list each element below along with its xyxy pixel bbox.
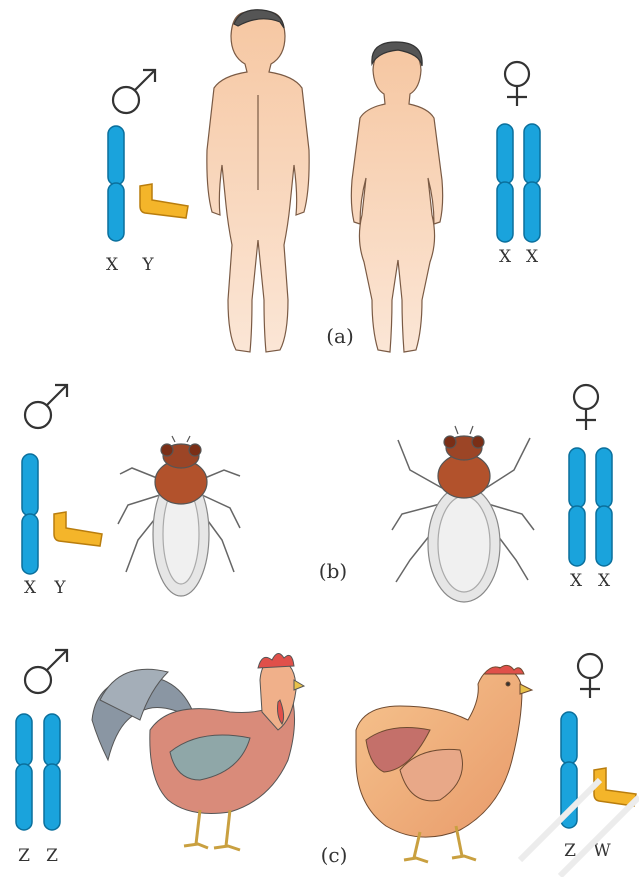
chromosome-y-male-a <box>140 184 188 218</box>
chromosome-label-x-male-a: X <box>106 255 119 275</box>
chromosome-label-y-male-b: Y <box>53 578 66 598</box>
fruit-fly-male-figure <box>118 436 240 596</box>
chromosome-label-x2-female-a: X <box>526 247 539 267</box>
chromosome-label-y-male-a: Y <box>141 255 154 275</box>
chromosome-label-x-male-b: X <box>24 578 37 598</box>
female-symbol-icon <box>574 385 598 430</box>
fruit-fly-female-figure <box>392 426 534 602</box>
female-symbol-icon <box>505 62 529 106</box>
rooster-figure <box>92 653 304 850</box>
chromosome-label-x1-female-a: X <box>499 247 512 267</box>
chromosome-z1-male-c <box>16 714 32 830</box>
chromosome-label-z2-male-c: Z <box>46 846 58 866</box>
chromosome-label-x2-female-b: X <box>598 571 611 591</box>
male-symbol-icon <box>25 650 67 693</box>
human-male-figure <box>207 10 309 352</box>
panel-label-c: (c) <box>321 843 348 867</box>
chromosome-x2-female-a <box>524 124 540 242</box>
chromosome-x1-female-a <box>497 124 513 242</box>
male-symbol-icon <box>25 385 67 428</box>
panel-a: X Y (a) X X <box>106 10 540 352</box>
male-symbol-icon <box>113 70 155 113</box>
chromosome-x2-female-b <box>596 448 612 566</box>
chromosome-x-male-b <box>22 454 38 574</box>
female-symbol-icon <box>578 654 602 698</box>
panel-label-b: (b) <box>319 559 347 583</box>
chromosome-y-male-b <box>54 512 102 546</box>
human-female-figure <box>351 42 442 352</box>
chromosome-w-female-c <box>594 768 636 806</box>
hen-figure <box>356 665 532 862</box>
panel-b: X Y (b) <box>22 385 612 602</box>
chromosome-x1-female-b <box>569 448 585 566</box>
chromosome-label-x1-female-b: X <box>570 571 583 591</box>
panel-label-a: (a) <box>326 324 354 348</box>
chromosome-x-male-a <box>108 126 124 241</box>
chromosome-label-z1-male-c: Z <box>18 846 30 866</box>
chromosome-z2-male-c <box>44 714 60 830</box>
